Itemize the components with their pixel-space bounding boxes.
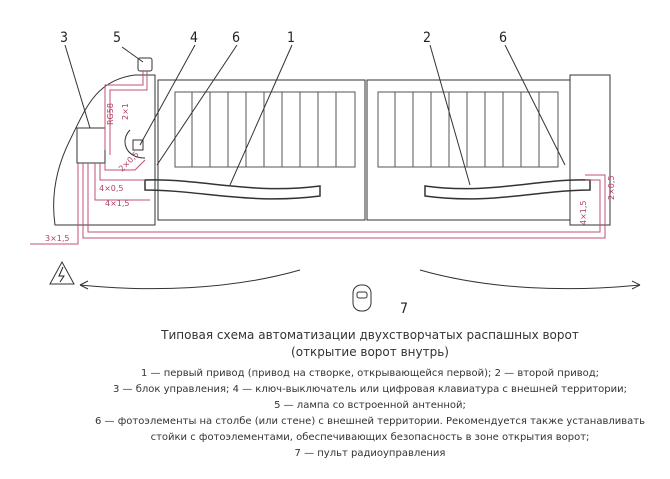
caption-line: 7 — пульт радиоуправления bbox=[294, 448, 446, 459]
caption-line: 6 — фотоэлементы на столбе (или стене) с… bbox=[95, 416, 645, 427]
caption-line: стойки с фотоэлементами, обеспечивающих … bbox=[150, 432, 590, 443]
opening-arc-left bbox=[79, 269, 301, 290]
caption-title: Типовая схема автоматизации двухстворчат… bbox=[161, 328, 579, 342]
left-pillar bbox=[53, 74, 156, 226]
right-pillar bbox=[569, 74, 611, 226]
label-3: 3 bbox=[60, 30, 68, 46]
control-unit-3 bbox=[76, 127, 106, 164]
label-1: 1 bbox=[287, 30, 295, 46]
cable-3x15: 3×1,5 bbox=[45, 234, 70, 243]
first-actuator bbox=[144, 179, 321, 200]
label-6-right: 6 bbox=[499, 30, 507, 46]
cable-2x1: 2×1 bbox=[121, 103, 130, 120]
caption-line: 5 — лампа со встроенной антенной; bbox=[274, 400, 466, 411]
cable-rg58: RG58 bbox=[106, 103, 115, 125]
warning-sign-icon bbox=[49, 260, 75, 285]
lamp-5 bbox=[137, 57, 153, 72]
caption-subtitle: (открытие ворот внутрь) bbox=[291, 345, 449, 359]
key-switch-4 bbox=[132, 139, 144, 151]
cable-4x15: 4×1,5 bbox=[105, 199, 130, 208]
label-7: 7 bbox=[400, 301, 408, 317]
cable-lines bbox=[30, 71, 606, 245]
cable-4x05: 4×0,5 bbox=[99, 184, 124, 193]
cable-right-2x05: 2×0,5 bbox=[607, 175, 616, 200]
right-gate-leaf bbox=[366, 79, 571, 221]
cable-right-4x15: 4×1,5 bbox=[579, 200, 588, 225]
second-actuator bbox=[424, 179, 591, 200]
gate-bars bbox=[174, 91, 559, 168]
left-gate-leaf bbox=[157, 79, 366, 221]
opening-arc-right bbox=[419, 269, 641, 290]
label-2: 2 bbox=[423, 30, 431, 46]
label-6-left: 6 bbox=[232, 30, 240, 46]
leader-lines bbox=[64, 44, 566, 186]
remote-7 bbox=[352, 284, 372, 312]
label-5: 5 bbox=[113, 30, 121, 46]
caption-line: 1 — первый привод (привод на створке, от… bbox=[141, 368, 599, 379]
label-4: 4 bbox=[190, 30, 198, 46]
caption-line: 3 — блок управления; 4 — ключ-выключател… bbox=[113, 384, 627, 395]
